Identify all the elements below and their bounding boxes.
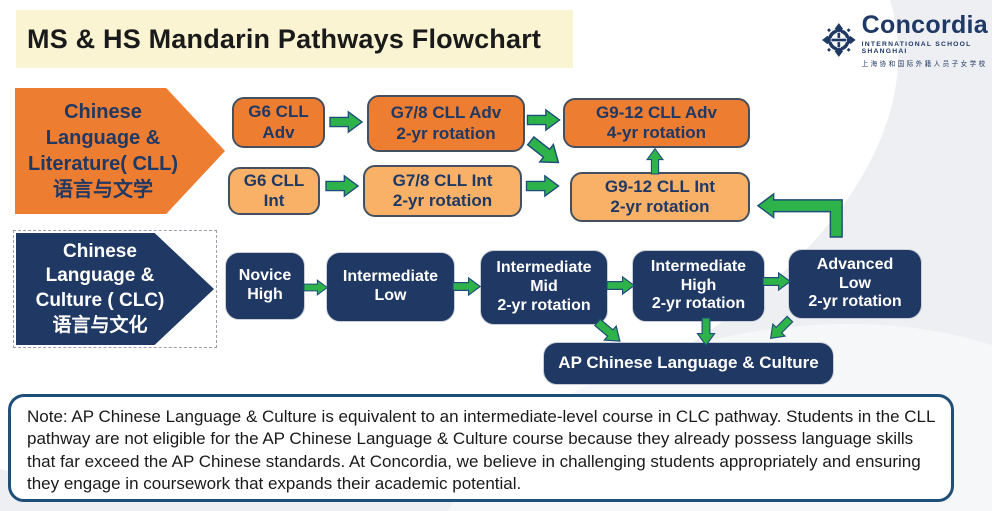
logo-chinese-name: 上海协和国际外籍人员子女学校 (861, 60, 988, 68)
arrow-inthigh-to-ap-icon (696, 317, 716, 346)
arrow-inthigh-to-advlow-icon (762, 272, 791, 291)
node-g6-cll-int: G6 CLL Int (228, 167, 320, 215)
arrow-g78int-to-g912int-icon (525, 175, 560, 197)
school-logo: Concordia INTERNATIONAL SCHOOL SHANGHAI … (822, 10, 988, 70)
arrow-g912int-to-g912adv-icon (646, 148, 664, 175)
node-ap-chinese: AP Chinese Language & Culture (543, 342, 834, 385)
logo-text: Concordia INTERNATIONAL SCHOOL SHANGHAI … (861, 10, 988, 68)
node-novice-high: Novice High (225, 252, 305, 320)
arrow-intlow-to-intmid-icon (452, 277, 481, 296)
logo-subtitle: INTERNATIONAL SCHOOL SHANGHAI (861, 40, 972, 55)
arrow-g6int-to-g78int-icon (325, 175, 359, 197)
node-g912-cll-adv: G9-12 CLL Adv 4-yr rotation (563, 98, 750, 148)
node-intermediate-mid: Intermediate Mid 2-yr rotation (480, 250, 608, 325)
logo-name: Concordia (861, 10, 988, 39)
node-advanced-low: Advanced Low 2-yr rotation (788, 249, 922, 319)
compass-logo-icon (822, 23, 856, 57)
node-g78-cll-int: G7/8 CLL Int 2-yr rotation (363, 165, 522, 217)
page-title-bar: MS & HS Mandarin Pathways Flowchart (16, 10, 573, 68)
node-g6-cll-adv: G6 CLL Adv (232, 97, 325, 148)
page-title: MS & HS Mandarin Pathways Flowchart (27, 23, 542, 54)
arrow-novice-to-intlow-icon (303, 279, 328, 296)
arrow-g6adv-to-g78adv-icon (329, 111, 363, 133)
clc-dashed-outline (13, 230, 217, 348)
node-intermediate-high: Intermediate High 2-yr rotation (632, 250, 765, 322)
note-box: Note: AP Chinese Language & Culture is e… (8, 394, 954, 502)
node-g78-cll-adv: G7/8 CLL Adv 2-yr rotation (367, 95, 525, 152)
arrow-g78adv-to-g912adv-icon (526, 109, 561, 131)
arrow-intmid-to-inthigh-icon (606, 276, 635, 295)
node-g912-cll-int: G9-12 CLL Int 2-yr rotation (570, 172, 750, 222)
node-intermediate-low: Intermediate Low (326, 252, 455, 322)
note-text: Note: AP Chinese Language & Culture is e… (27, 407, 935, 494)
arrow-advlow-to-g912int-icon (757, 193, 843, 238)
